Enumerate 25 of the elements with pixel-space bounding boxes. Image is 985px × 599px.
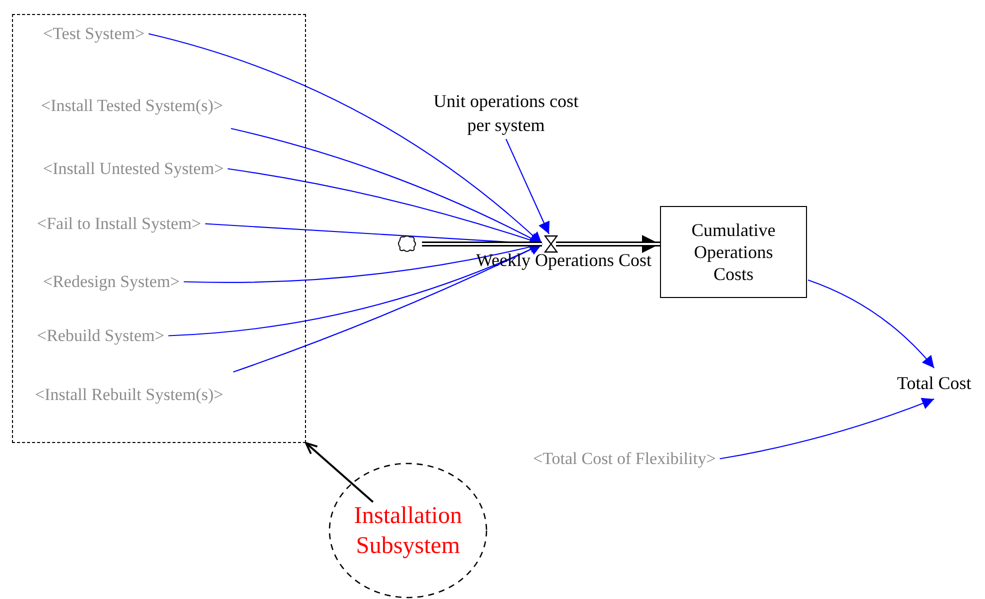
node-label: <Install Rebuilt System(s)> [35,385,224,404]
node-label: <Install Untested System> [43,159,224,178]
arrow [233,244,542,373]
node-label: Unit operations cost per system [434,91,578,135]
node-label: <Test System> [43,24,145,43]
arrow [305,442,374,503]
stock-box [660,206,807,298]
flow-pipe [556,235,660,253]
subsystem-ellipse [328,462,488,599]
node-label: Cumulative Operations Costs [692,220,776,284]
dashed-group-box [12,14,306,443]
node-label: <Redesign System> [43,272,180,291]
arrow [148,33,542,244]
node-label: <Total Cost of Flexibility> [533,449,716,468]
node-label: Total Cost [897,373,972,393]
arrow [720,398,934,460]
node-label: <Rebuild System> [37,326,164,345]
node-label: Installation Subsystem [354,502,462,558]
arrow [506,138,550,234]
arrow [230,128,542,244]
node-label: <Install Tested System(s)> [41,96,223,115]
flow-pipe [422,242,542,246]
source-cloud [396,235,418,253]
arrow [808,279,935,368]
node-label: <Fail to Install System> [37,214,202,233]
